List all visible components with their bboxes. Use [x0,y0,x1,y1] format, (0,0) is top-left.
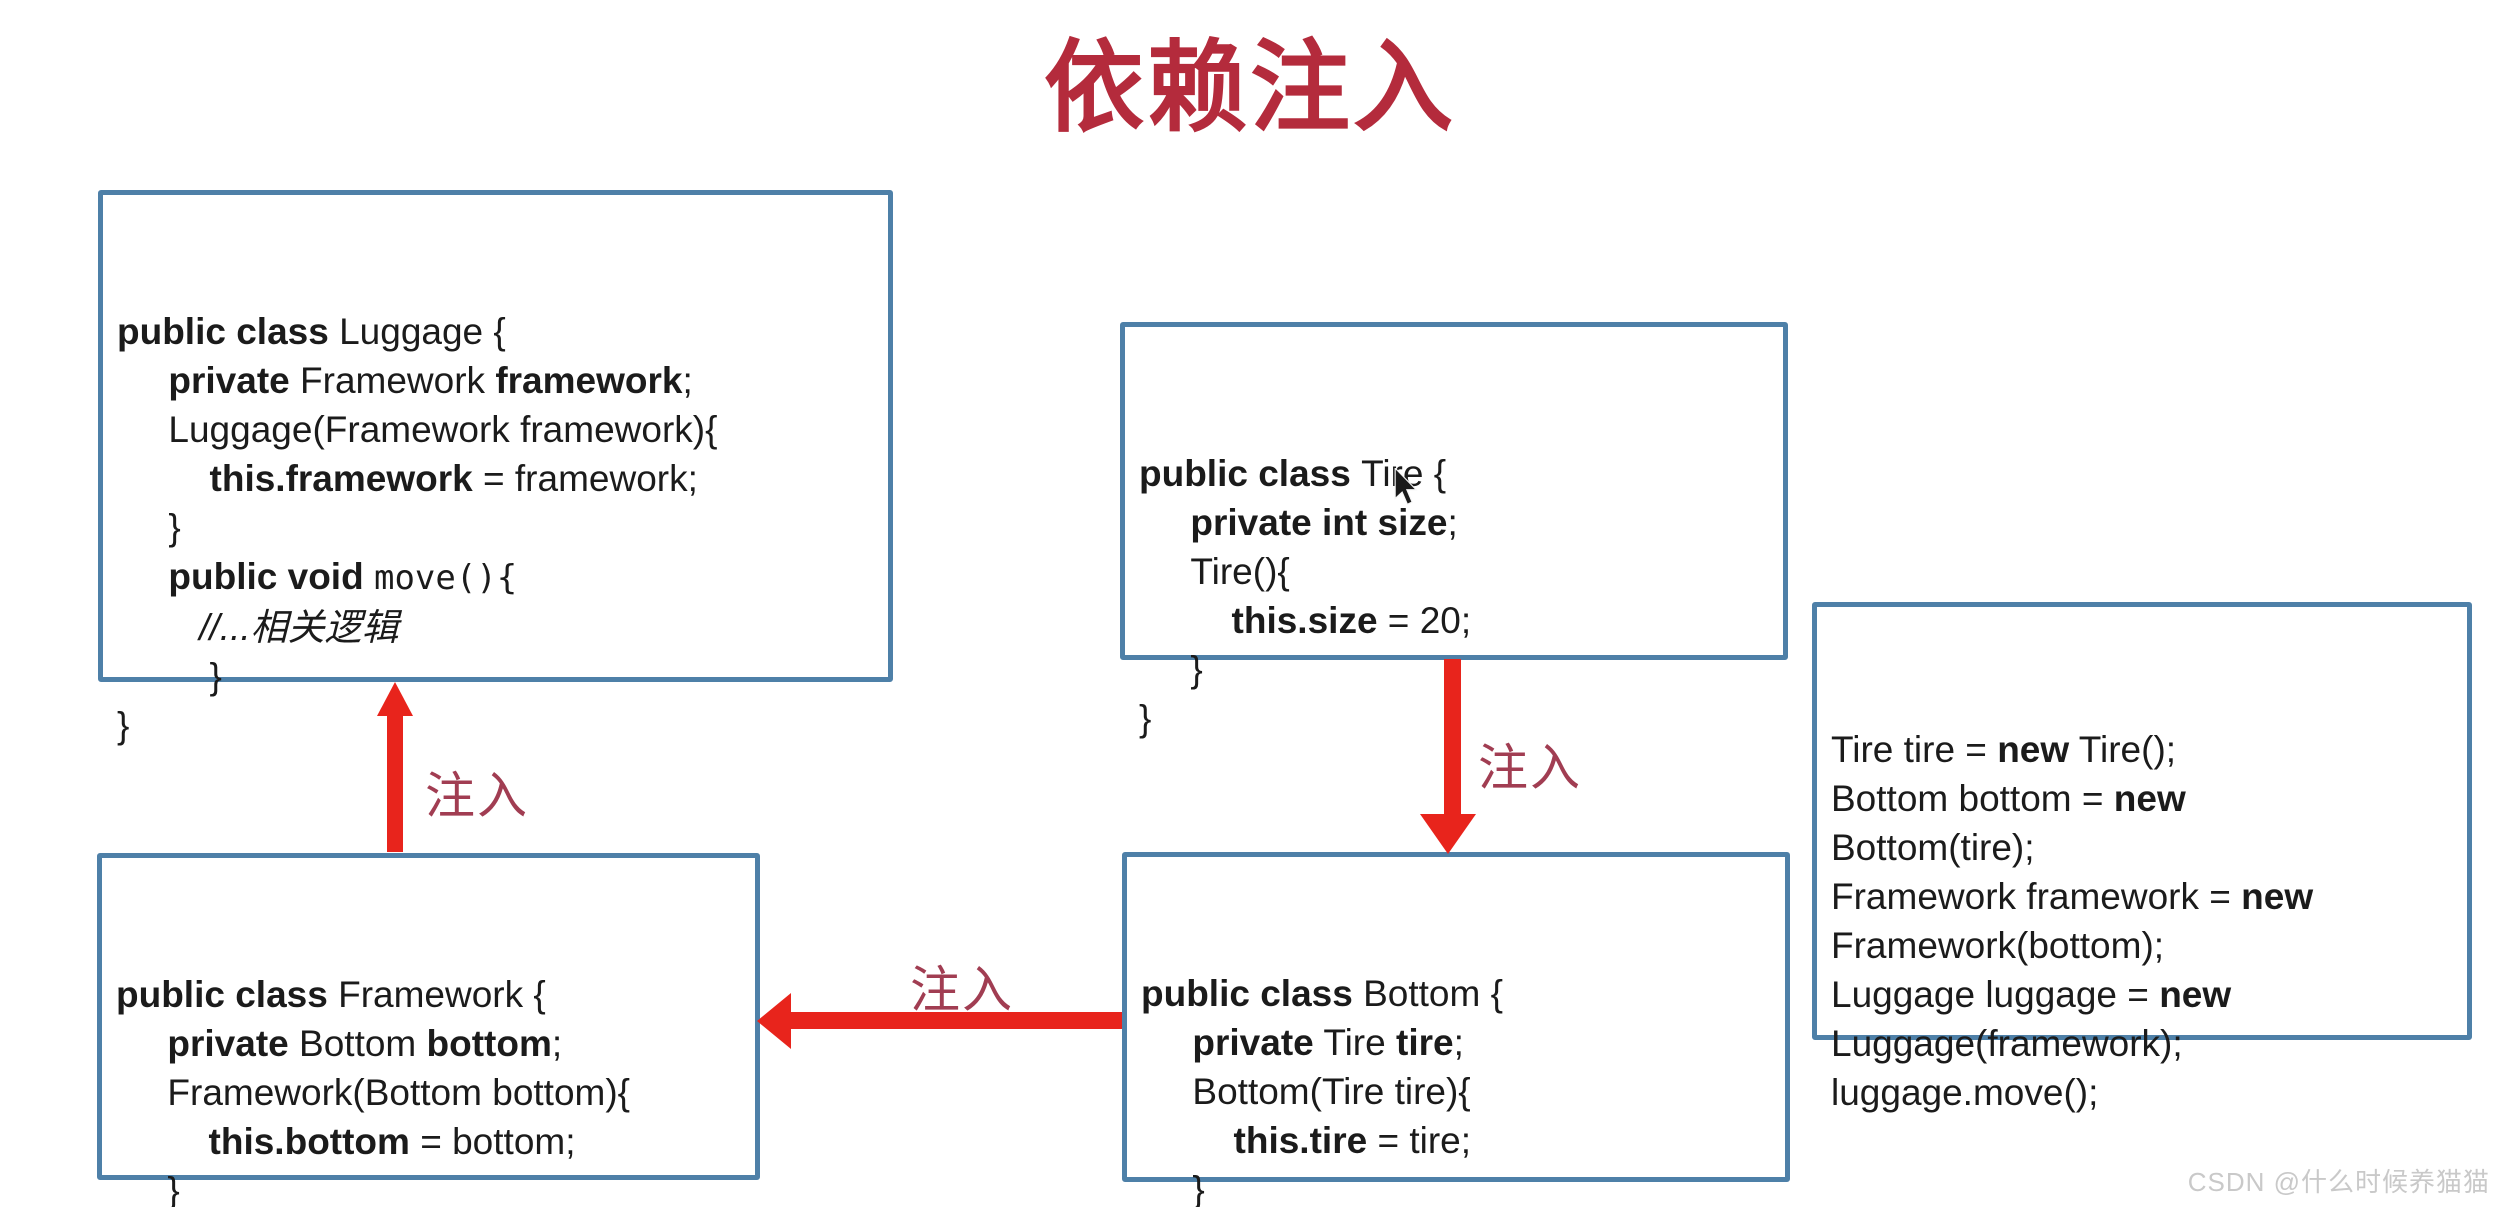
inject-arrow-down-shaft [1444,659,1461,819]
class-box-luggage: public class Luggage { private Framework… [98,190,893,746]
class-box-tire: public class Tire { private int size; Ti… [1120,322,1788,739]
code-line: Tire tire = new Tire(); [1831,729,2177,770]
code-line: luggage.move(); [1831,1072,2099,1113]
code-line: } [1190,649,1203,690]
code-block-luggage: public class Luggage { private Framework… [103,293,888,758]
code-line: Bottom(Tire tire){ [1192,1071,1471,1112]
code-line: Bottom(tire); [1831,827,2035,868]
code-line: Tire(){ [1190,551,1290,592]
code-line: Framework framework = new [1831,876,2314,917]
code-line: Luggage(Framework framework){ [168,409,718,450]
code-line: private Tire tire; [1192,1022,1464,1063]
code-block-framework: public class Framework { private Bottom … [102,956,755,1207]
inject-label-down: 注入 [1478,740,1582,796]
code-block-tire: public class Tire { private int size; Ti… [1125,425,1783,751]
code-line: } [167,1170,180,1207]
inject-arrow-up-head-icon [377,682,413,716]
code-line: public class Bottom { [1141,973,1503,1014]
code-block-usage: Tire tire = new Tire(); Bottom bottom = n… [1817,705,2467,1125]
code-line: } [1139,698,1152,739]
watermark: CSDN @什么时候养猫猫 [2187,1167,2490,1197]
code-line: } [1192,1169,1205,1207]
mouse-cursor-icon [1394,468,1418,506]
code-line: Framework(Bottom bottom){ [167,1072,631,1113]
code-line: } [209,656,222,697]
page-title: 依赖注入 [1044,32,1456,144]
code-line: public class Framework { [116,974,546,1015]
code-line: this.bottom = bottom; [208,1121,576,1162]
inject-label-left: 注入 [910,962,1014,1018]
code-line: private Bottom bottom; [167,1023,563,1064]
code-line: Luggage(framework); [1831,1023,2183,1064]
code-line: Framework(bottom); [1831,925,2165,966]
inject-arrow-up-shaft [387,712,403,852]
code-line: Bottom bottom = new [1831,778,2186,819]
code-line: } [168,507,181,548]
inject-arrow-down-head-icon [1420,814,1476,854]
code-line: private int size; [1190,502,1458,543]
code-block-bottom: public class Bottom { private Tire tire;… [1127,955,1785,1207]
code-line: } [117,705,130,746]
code-line: public class Tire { [1139,453,1447,494]
code-line: public class Luggage { [117,311,506,352]
code-line: this.size = 20; [1231,600,1472,641]
code-line: this.tire = tire; [1233,1120,1472,1161]
code-line: private Framework framework; [168,360,693,401]
code-line: public void move(){ [168,556,518,598]
code-line: this.framework = framework; [209,458,698,499]
inject-arrow-left-shaft [788,1012,1122,1029]
code-line: Luggage luggage = new [1831,974,2232,1015]
inject-arrow-left-head-icon [757,993,791,1049]
class-box-framework: public class Framework { private Bottom … [97,853,760,1207]
class-box-bottom: public class Bottom { private Tire tire;… [1122,852,1790,1207]
code-line: //...相关逻辑 [199,607,399,648]
inject-label-up: 注入 [425,768,529,824]
usage-code-box: Tire tire = new Tire(); Bottom bottom = n… [1812,602,2472,1113]
